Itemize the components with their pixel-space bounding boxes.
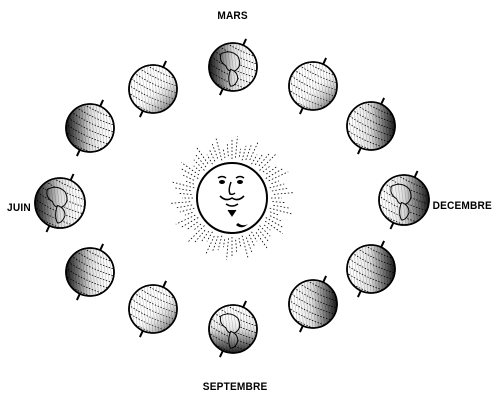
label-juin: JUIN (7, 202, 31, 214)
earth-globe-icon (282, 276, 343, 334)
earth-globe-icon (122, 61, 183, 119)
sun-face-icon (197, 163, 267, 233)
earth-globe-icon (372, 171, 436, 232)
earth-globe-icon (122, 281, 183, 339)
label-decembre: DECEMBRE (433, 200, 492, 212)
label-mars: MARS (217, 10, 248, 22)
earth-globe-icon (28, 174, 92, 235)
earth-globe-icon (59, 100, 120, 158)
earth-globe-icon (340, 98, 401, 156)
earth-globe-icon (202, 301, 263, 359)
earth-globe-icon (282, 58, 343, 116)
earth-globe-icon (202, 39, 263, 97)
earth-globe-icon (340, 241, 401, 299)
earth-globe-icon (59, 244, 120, 302)
label-septembre: SEPTEMBRE (203, 381, 268, 393)
